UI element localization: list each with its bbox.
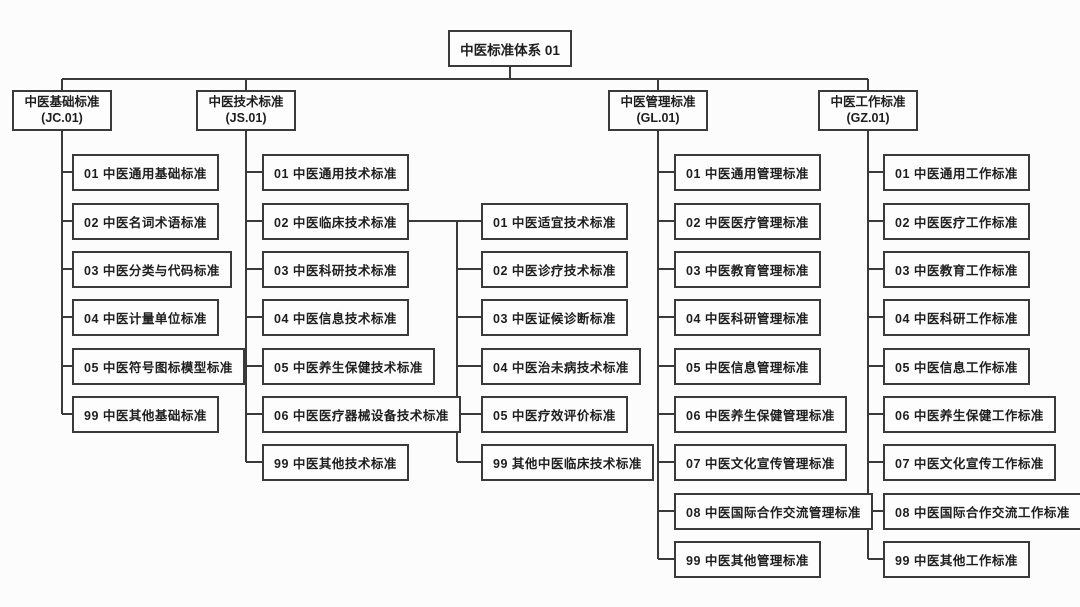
tree-node: 01 中医通用基础标准 xyxy=(72,154,219,191)
tree-node: 05 中医信息管理标准 xyxy=(674,348,821,385)
tree-node: 01 中医通用技术标准 xyxy=(262,154,409,191)
tree-node: 06 中医养生保健管理标准 xyxy=(674,396,847,433)
tree-node: 99 中医其他基础标准 xyxy=(72,396,219,433)
tree-node: 03 中医科研技术标准 xyxy=(262,251,409,288)
tree-node: 07 中医文化宣传管理标准 xyxy=(674,444,847,481)
tree-node: 02 中医诊疗技术标准 xyxy=(481,251,628,288)
tree-node: 01 中医通用管理标准 xyxy=(674,154,821,191)
tree-node: 99 其他中医临床技术标准 xyxy=(481,444,654,481)
tree-node: 01 中医适宜技术标准 xyxy=(481,203,628,240)
tree-node: 06 中医养生保健工作标准 xyxy=(883,396,1056,433)
tree-node: 02 中医医疗工作标准 xyxy=(883,203,1030,240)
branch-code: (JS.01) xyxy=(225,110,267,125)
tree-node: 99 中医其他管理标准 xyxy=(674,541,821,578)
tree-node: 99 中医其他技术标准 xyxy=(262,444,409,481)
branch-name: 中医基础标准 xyxy=(24,94,100,109)
tree-node: 03 中医证候诊断标准 xyxy=(481,299,628,336)
tree-node: 06 中医医疗器械设备技术标准 xyxy=(262,396,461,433)
tree-node: 04 中医科研工作标准 xyxy=(883,299,1030,336)
tree-node: 05 中医符号图标模型标准 xyxy=(72,348,245,385)
tree-node: 08 中医国际合作交流工作标准 xyxy=(883,493,1080,530)
branch-name: 中医工作标准 xyxy=(830,94,906,109)
tree-node: 05 中医信息工作标准 xyxy=(883,348,1030,385)
branch-name: 中医管理标准 xyxy=(620,94,696,109)
tree-node: 03 中医分类与代码标准 xyxy=(72,251,232,288)
tree-node: 02 中医名词术语标准 xyxy=(72,203,219,240)
tree-node: 07 中医文化宣传工作标准 xyxy=(883,444,1056,481)
tree-node: 05 中医疗效评价标准 xyxy=(481,396,628,433)
tree-node: 04 中医治未病技术标准 xyxy=(481,348,641,385)
tree-node: 03 中医教育工作标准 xyxy=(883,251,1030,288)
tree-node: 05 中医养生保健技术标准 xyxy=(262,348,435,385)
branch-name: 中医技术标准 xyxy=(208,94,284,109)
branch-header-js01: 中医技术标准 (JS.01) xyxy=(196,90,296,131)
tree-node: 04 中医科研管理标准 xyxy=(674,299,821,336)
branch-code: (GL.01) xyxy=(636,110,680,125)
tree-node: 04 中医信息技术标准 xyxy=(262,299,409,336)
branch-header-gz01: 中医工作标准 (GZ.01) xyxy=(818,90,918,131)
root-node: 中医标准体系 01 xyxy=(448,30,572,67)
tree-node: 01 中医通用工作标准 xyxy=(883,154,1030,191)
tree-node: 02 中医医疗管理标准 xyxy=(674,203,821,240)
branch-header-jc01: 中医基础标准 (JC.01) xyxy=(12,90,112,131)
tree-node-clinical-parent: 02 中医临床技术标准 xyxy=(262,203,409,240)
branch-code: (JC.01) xyxy=(41,110,83,125)
tree-node: 03 中医教育管理标准 xyxy=(674,251,821,288)
tree-node: 08 中医国际合作交流管理标准 xyxy=(674,493,873,530)
branch-header-gl01: 中医管理标准 (GL.01) xyxy=(608,90,708,131)
branch-code: (GZ.01) xyxy=(846,110,890,125)
tree-node: 04 中医计量单位标准 xyxy=(72,299,219,336)
tree-node: 99 中医其他工作标准 xyxy=(883,541,1030,578)
